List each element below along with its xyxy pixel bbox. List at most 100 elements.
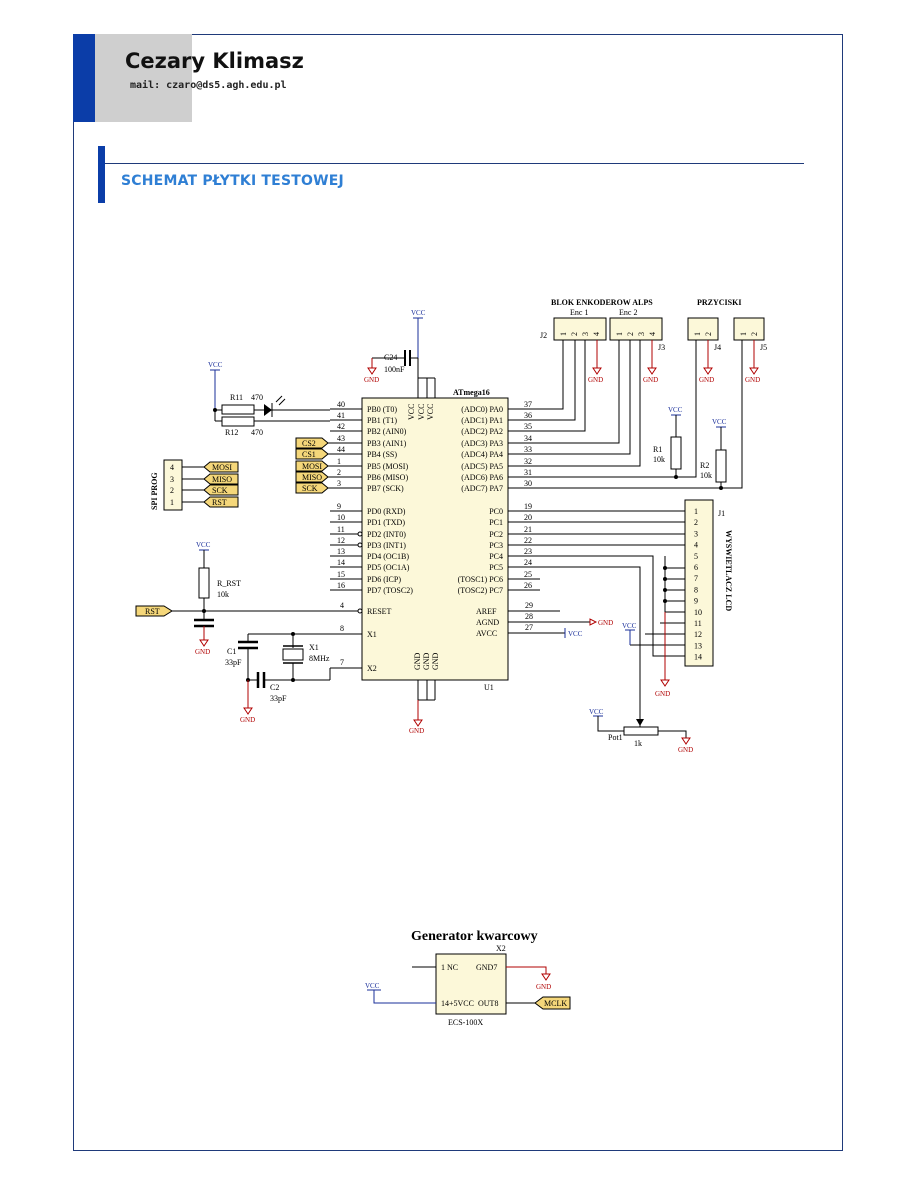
svg-text:X2: X2 xyxy=(367,664,377,673)
svg-text:Pot1: Pot1 xyxy=(608,733,623,742)
mcu-right-pin: 25(TOSC1) PC6 xyxy=(458,570,540,584)
pin-number: 3 xyxy=(337,479,341,488)
rst-tag: RST xyxy=(145,607,160,616)
pin-label: PD2 (INT0) xyxy=(367,530,406,539)
svg-text:RST: RST xyxy=(212,498,227,507)
lcd-pin-number: 4 xyxy=(694,541,698,550)
pin-number: 1 xyxy=(337,457,341,466)
pin-label: PC5 xyxy=(489,563,503,572)
mcu-reset-pin: 4 RESET xyxy=(172,601,392,616)
encoder-block: BLOK ENKODEROW ALPS Enc 1 Enc 2 PRZYCISK… xyxy=(540,298,767,352)
svg-text:8MHz: 8MHz xyxy=(309,654,330,663)
pin-label: (ADC0) PA0 xyxy=(461,405,503,414)
svg-text:28: 28 xyxy=(525,612,533,621)
svg-text:MISO: MISO xyxy=(212,475,232,484)
svg-text:OUT8: OUT8 xyxy=(478,999,498,1008)
spi-pin: 2 SCK xyxy=(170,484,239,496)
svg-text:GND: GND xyxy=(195,648,210,656)
pin-label: (ADC4) PA4 xyxy=(461,450,503,459)
svg-text:C24: C24 xyxy=(384,353,397,362)
pin-number: 44 xyxy=(337,445,345,454)
svg-text:2: 2 xyxy=(570,332,579,336)
svg-text:GND: GND xyxy=(655,690,670,698)
svg-text:29: 29 xyxy=(525,601,533,610)
header-grey-box xyxy=(95,34,192,122)
svg-text:GND: GND xyxy=(745,376,760,384)
gnd-pin-label-1: GND xyxy=(413,652,422,670)
svg-text:2: 2 xyxy=(170,486,174,495)
mcu-x2-pin: 7 X2 xyxy=(330,658,377,673)
gnd-label-agnd: GND xyxy=(598,619,613,627)
svg-text:GND7: GND7 xyxy=(476,963,497,972)
vcc-pin-label-1: VCC xyxy=(407,404,416,420)
mcu-x1-pin: 8 X1 xyxy=(248,624,377,639)
svg-text:J4: J4 xyxy=(714,343,721,352)
pin-label: PD3 (INT1) xyxy=(367,541,406,550)
vcc-pin-label-2: VCC xyxy=(417,404,426,420)
pin-label: (TOSC1) PC6 xyxy=(458,575,503,584)
lcd-pin-number: 10 xyxy=(694,608,702,617)
svg-text:GND: GND xyxy=(240,716,255,724)
svg-text:GND: GND xyxy=(364,376,379,384)
svg-text:R1: R1 xyxy=(653,445,662,454)
mclk-tag: MCLK xyxy=(544,999,567,1008)
pin-label: (TOSC2) PC7 xyxy=(458,586,503,595)
pin-label: (ADC5) PA5 xyxy=(461,462,503,471)
svg-text:R11: R11 xyxy=(230,393,243,402)
pin-label: PC4 xyxy=(489,552,503,561)
header-accent-bar xyxy=(73,34,95,122)
svg-text:AGND: AGND xyxy=(476,618,499,627)
pin-label: PD0 (RXD) xyxy=(367,507,406,516)
svg-text:VCC: VCC xyxy=(365,982,380,990)
pin-number: 10 xyxy=(337,513,345,522)
lcd-pin-number: 13 xyxy=(694,641,702,650)
svg-text:4: 4 xyxy=(648,332,657,336)
led-resistors: VCC R11 470 R12 470 xyxy=(208,361,330,437)
svg-text:GND: GND xyxy=(699,376,714,384)
svg-text:J3: J3 xyxy=(658,343,665,352)
gnd-pin-label-2: GND xyxy=(422,652,431,670)
pin-number: 15 xyxy=(337,570,345,579)
svg-text:4: 4 xyxy=(592,332,601,336)
lcd-pin-number: 14 xyxy=(694,653,702,662)
svg-text:J1: J1 xyxy=(718,509,725,518)
svg-text:10k: 10k xyxy=(217,590,229,599)
pin-number: 30 xyxy=(524,479,532,488)
svg-text:VCC: VCC xyxy=(622,622,637,630)
page-frame xyxy=(73,34,843,1151)
svg-text:33pF: 33pF xyxy=(270,694,287,703)
svg-text:1: 1 xyxy=(170,498,174,507)
svg-text:X1: X1 xyxy=(309,643,319,652)
svg-text:3: 3 xyxy=(170,475,174,484)
pin-label: PC0 xyxy=(489,507,503,516)
svg-text:AVCC: AVCC xyxy=(476,629,497,638)
net-tag-cs2: CS2 xyxy=(295,437,330,449)
svg-text:BLOK ENKODEROW ALPS: BLOK ENKODEROW ALPS xyxy=(551,298,653,307)
reset-circuit: VCC R_RST 10k GND RST xyxy=(135,541,241,656)
svg-text:3: 3 xyxy=(637,332,646,336)
pin-label: PD5 (OC1A) xyxy=(367,563,410,572)
svg-text:X2: X2 xyxy=(496,944,506,953)
pin-number: 21 xyxy=(524,525,532,534)
pin-label: (ADC6) PA6 xyxy=(461,473,503,482)
svg-text:AREF: AREF xyxy=(476,607,497,616)
svg-text:R2: R2 xyxy=(700,461,709,470)
lcd-pin-number: 6 xyxy=(694,563,698,572)
svg-text:10k: 10k xyxy=(653,455,665,464)
svg-text:SCK: SCK xyxy=(212,486,228,495)
spi-pin: 1 RST xyxy=(170,496,239,508)
pin-number: 19 xyxy=(524,502,532,511)
lcd-pin-number: 9 xyxy=(694,597,698,606)
